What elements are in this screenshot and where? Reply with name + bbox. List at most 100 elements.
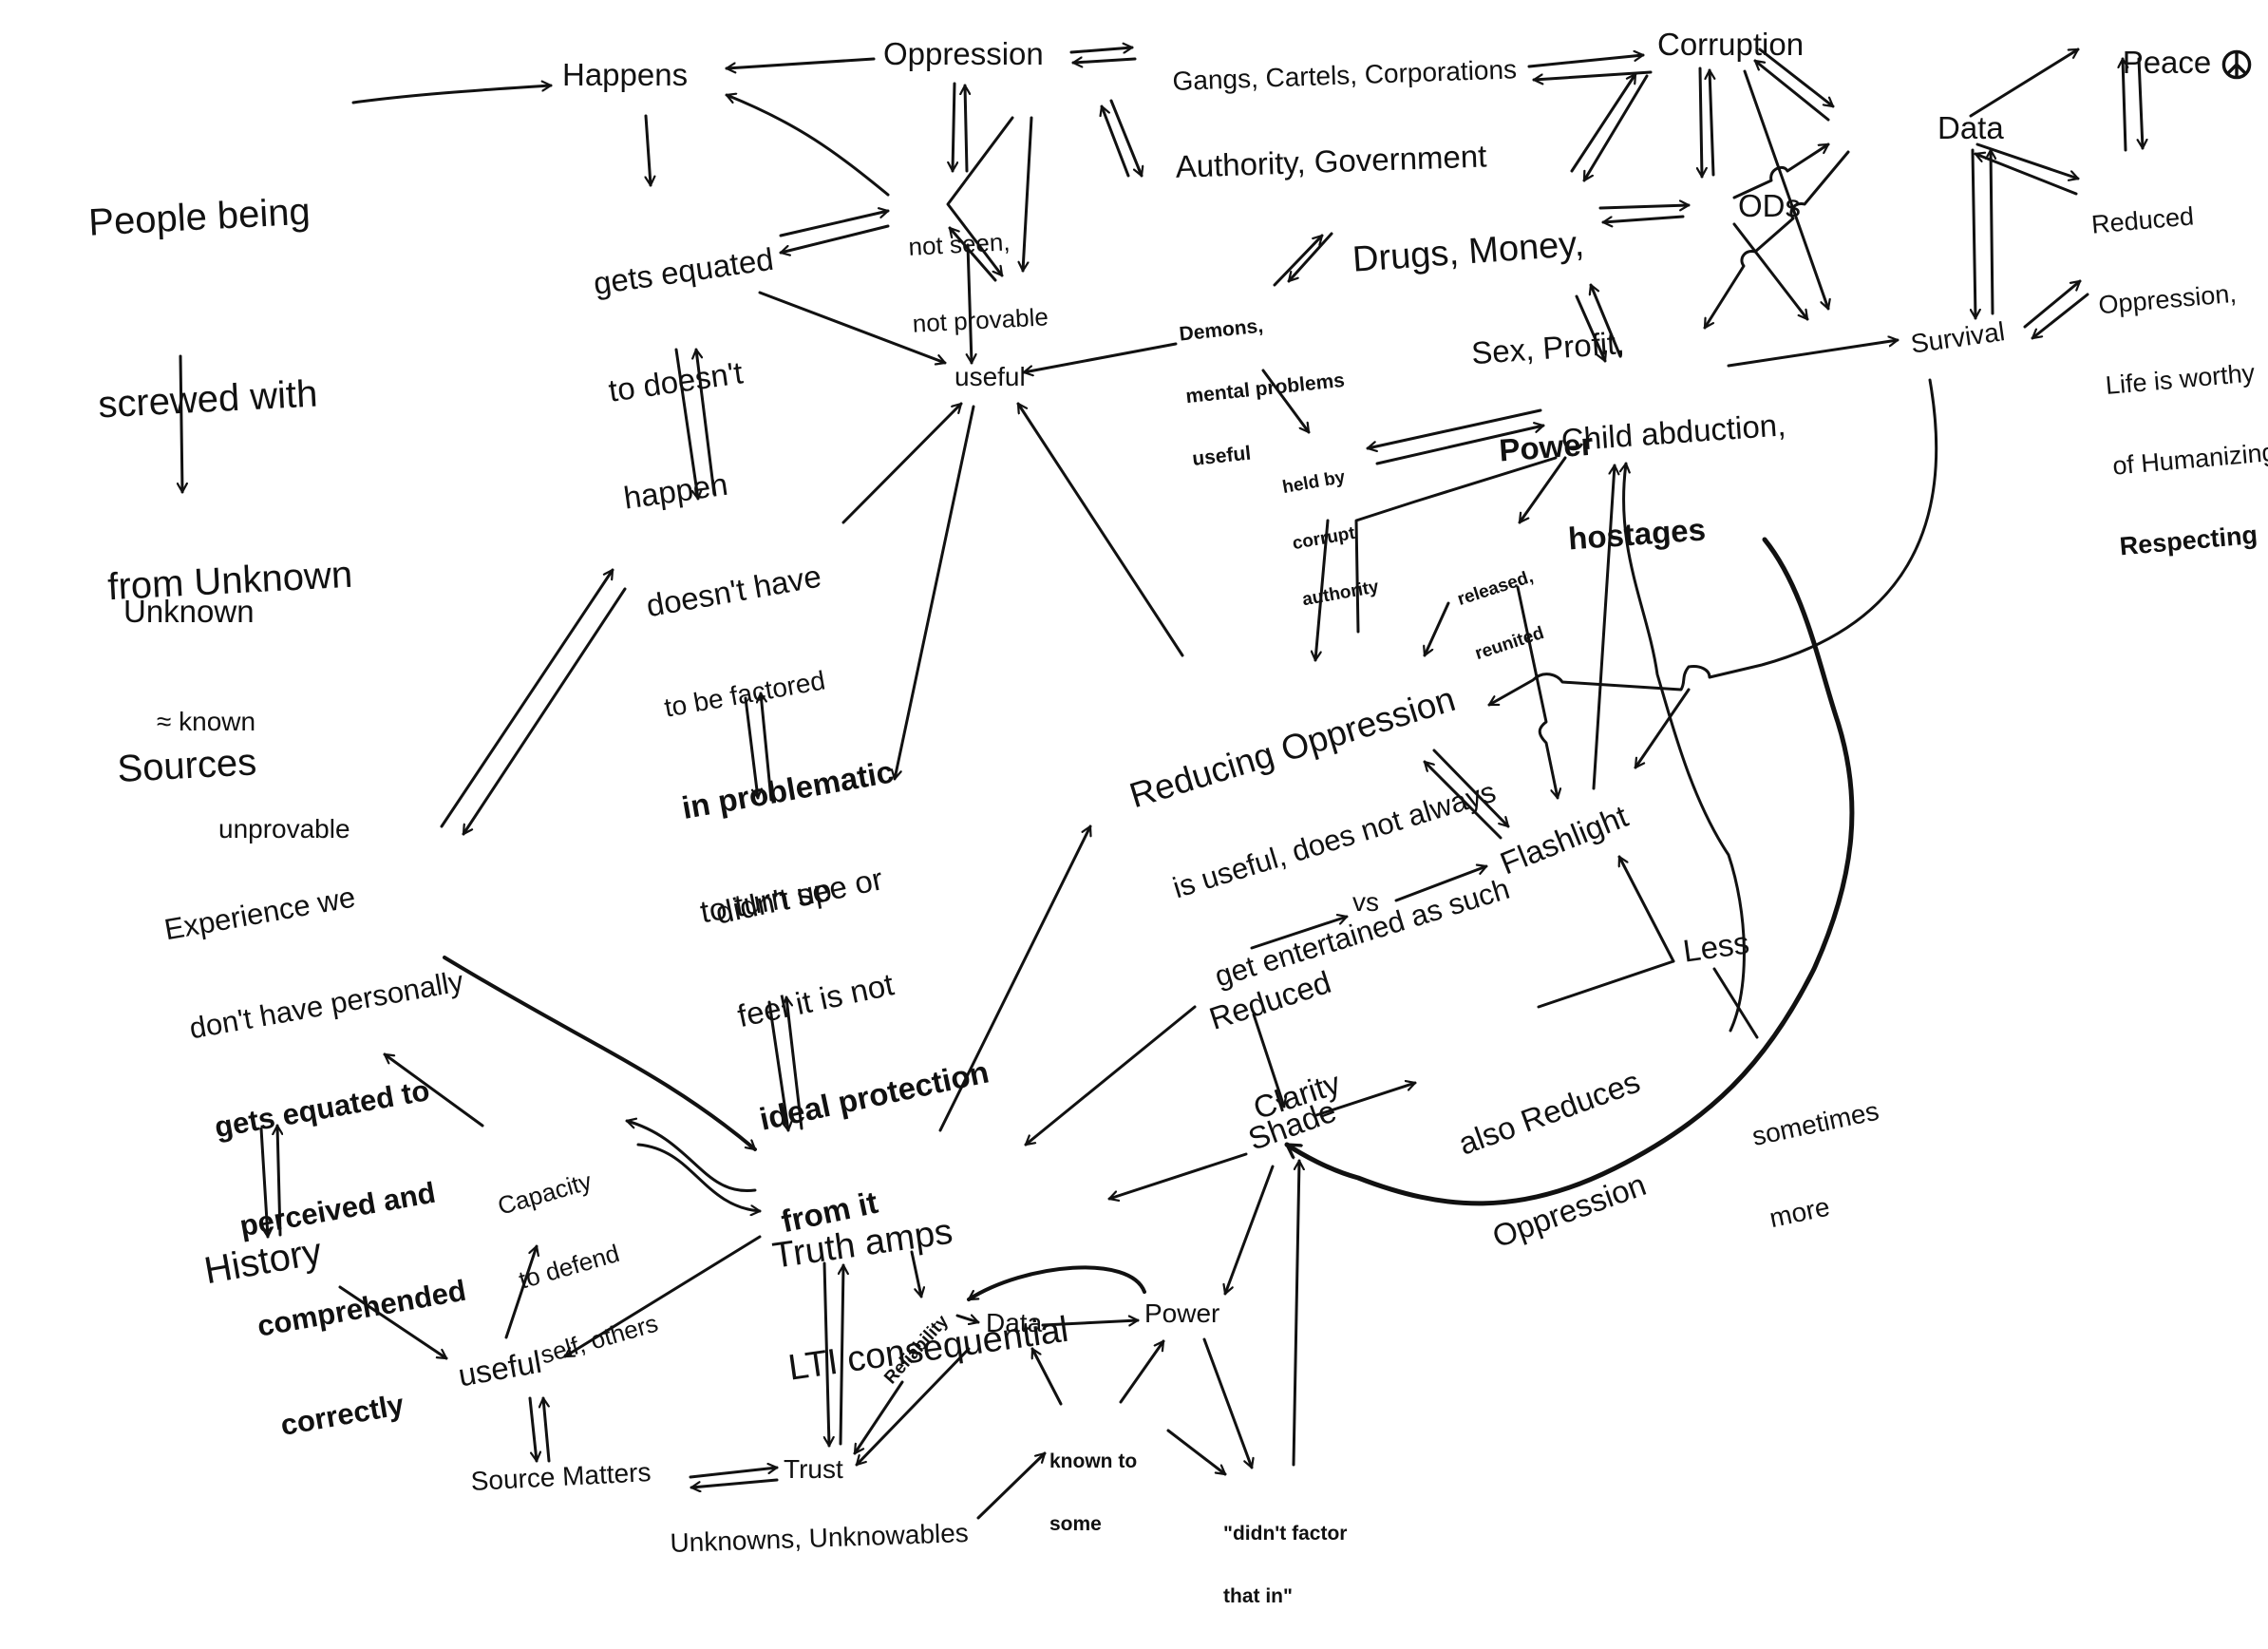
edge-doesnt-experience [462, 587, 627, 836]
node-not-seen-line: not seen, [907, 226, 1011, 261]
edge-sometimes-child [1624, 462, 1746, 1033]
edge-drugs-demons [1287, 232, 1333, 283]
edge-didntsee-truth [767, 1000, 788, 1132]
edge-demons-notseen [948, 226, 997, 282]
edge-heldby-reducing [1315, 519, 1330, 662]
edge-demons-useful [1022, 342, 1178, 372]
node-experience-line: gets equated to [212, 1073, 432, 1145]
edge-useful-didntsee [895, 405, 975, 781]
node-happens: Happens [562, 57, 689, 92]
edge-trust-source [690, 1478, 779, 1488]
edge-reducing-useful [1016, 402, 1184, 657]
edge-drugs-corruption [1570, 72, 1637, 173]
node-reduced-oppression-line: of Humanizing, [2111, 436, 2268, 481]
edge-truth-capacity [625, 1121, 757, 1193]
node-data-bottom: Data [986, 1308, 1043, 1337]
edge-child-heldby [1366, 408, 1542, 448]
node-didnt-factor: "didn't factor that in" [1223, 1482, 1347, 1649]
edge-child-released [1518, 456, 1567, 524]
node-child-abduction-line: Child abduction, [1559, 407, 1787, 459]
edge-corruption-drugs [1582, 74, 1649, 182]
edge-source-trust [689, 1468, 779, 1479]
edge-gangs-demons [1023, 116, 1033, 273]
node-held-by-line: corrupt [1291, 522, 1357, 554]
node-also-reduces-line: also Reduces [1454, 1063, 1645, 1162]
node-released-line: released, [1455, 566, 1536, 610]
node-truth-amps-line: Truth amps [769, 1211, 955, 1277]
edge-vs-flashlight [1394, 866, 1488, 902]
node-ods: ODs [1738, 188, 1801, 223]
edge-flashlight-reducing [1423, 760, 1503, 840]
edge-heldby-child [1375, 426, 1545, 465]
edge-redopp-survival [2031, 293, 2089, 340]
edge-survival-redopp [2023, 279, 2082, 329]
edge-people-happens [351, 85, 553, 104]
node-gangs-line: Gangs, Cartels, Corporations [1172, 54, 1518, 96]
edge-notseen-useful [968, 243, 972, 365]
edge-capacity-experience [383, 1052, 484, 1128]
node-peace-label: Peace [2122, 44, 2212, 80]
edge-doesnt-useful [841, 402, 963, 524]
node-sometimes-more-line: sometimes [1749, 1095, 1881, 1151]
edge-didntsee-doesnt [761, 692, 773, 802]
edge-shade-power [1225, 1165, 1275, 1296]
edge-history-experience [277, 1124, 280, 1237]
edge-capacity-truth [636, 1143, 762, 1211]
node-vs: vs [1352, 887, 1379, 917]
node-capacity-line: Capacity [494, 1166, 595, 1221]
edge-drugs-gangs [1102, 104, 1130, 178]
edge-clarity-shade [1252, 1013, 1284, 1109]
node-gets-equated-line: gets equated [591, 240, 776, 301]
node-sometimes-more-line: more [1767, 1191, 1833, 1234]
node-reduced-oppression-line: Life is worthy [2104, 358, 2257, 400]
edge-released-reducing [1425, 601, 1450, 657]
edge-ods-survival [1732, 222, 1809, 321]
node-known-to-some-line: known to [1049, 1450, 1138, 1473]
edge-useful-source [528, 1396, 537, 1463]
edge-data-survival [1973, 148, 1975, 320]
edge-drugs-ods [1598, 205, 1691, 208]
peace-symbol-icon [2221, 49, 2252, 80]
node-peace: Peace [2088, 13, 2253, 114]
edge-source-useful [543, 1396, 551, 1463]
edge-truth-trust [822, 1261, 829, 1448]
edge-corruption-data [1758, 47, 1835, 108]
edge-loop-shade [1284, 537, 1855, 1206]
edge-ods-drugs [1601, 215, 1685, 222]
edge-happens-getsequated [646, 114, 651, 187]
node-trust: Trust [784, 1454, 843, 1484]
node-gets-equated-line: to doesn't [606, 354, 746, 408]
edge-didntfactor-shade [1292, 1159, 1299, 1467]
node-capacity-line: to defend [516, 1239, 623, 1296]
edge-oppression-happens [725, 57, 876, 68]
edge-experience-truth [443, 956, 757, 1151]
node-experience-line: don't have personally [186, 964, 466, 1046]
node-useful-top: useful [954, 362, 1026, 391]
edge-survival-reducing [1487, 378, 1938, 707]
node-demons-line: mental problems [1184, 370, 1346, 408]
edge-gangs-notseen [946, 116, 1014, 277]
edge-truth-useful [563, 1235, 762, 1358]
node-people-screwed-line: People being [87, 190, 312, 244]
edge-data-child [1703, 150, 1850, 330]
node-held-by-line: held by [1280, 466, 1347, 498]
node-child-abduction: Child abduction, hostages [1556, 343, 1798, 621]
concept-map-canvas: People being screwed with from Unknown S… [87, 13, 2268, 1607]
node-unknown: Unknown ≈ known unprovable [123, 518, 350, 920]
edge-known-didntfactor [1166, 1429, 1227, 1476]
edge-gangs-drugs [1109, 99, 1142, 178]
node-data-top: Data [1937, 110, 2004, 145]
node-didnt-factor-line: that in" [1223, 1585, 1293, 1608]
node-reduced-oppression-line: Respecting [2118, 520, 2259, 561]
edge-alsoreduces-less [1537, 959, 1675, 1009]
node-reduced-oppression-line: Reduced [2089, 201, 2196, 239]
node-unknown-line: Unknown [123, 594, 255, 630]
edge-getsequated-notseen [779, 211, 890, 237]
edge-power-reliability [967, 1265, 1146, 1301]
node-experience-line: perceived and [236, 1175, 439, 1243]
edge-released-flashlight [1516, 585, 1558, 800]
edge-experience-doesnt [440, 568, 614, 828]
node-doesnt-have-line: doesn't have [643, 558, 824, 624]
edge-experience-history [259, 1127, 268, 1239]
node-reduced-oppression-line: Oppression, [2097, 278, 2238, 320]
